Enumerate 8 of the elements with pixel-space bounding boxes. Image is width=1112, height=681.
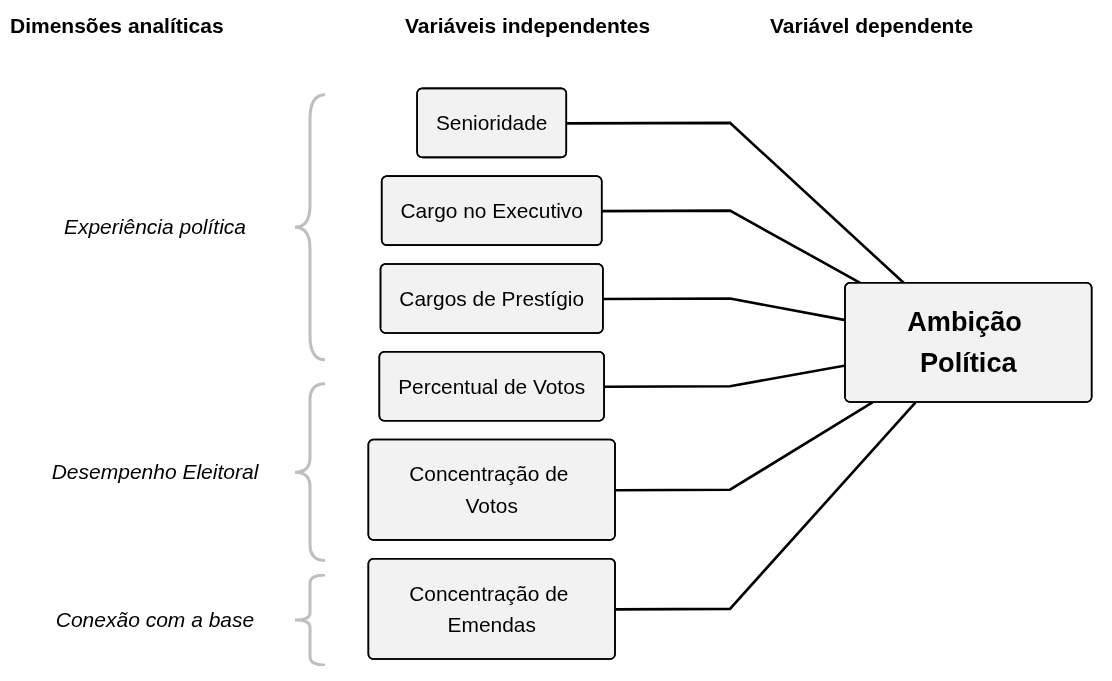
dimension-label: Desempenho Eleitoral [50,460,260,484]
dimension-label: Conexão com a base [54,608,256,632]
connector [615,401,874,492]
dimension-label: Experiência política [62,215,248,239]
column-heading: Dimensões analíticas [10,14,224,38]
connector [615,401,917,611]
column-heading: Variável dependente [770,14,974,38]
column-heading: Variáveis independentes [405,14,651,38]
